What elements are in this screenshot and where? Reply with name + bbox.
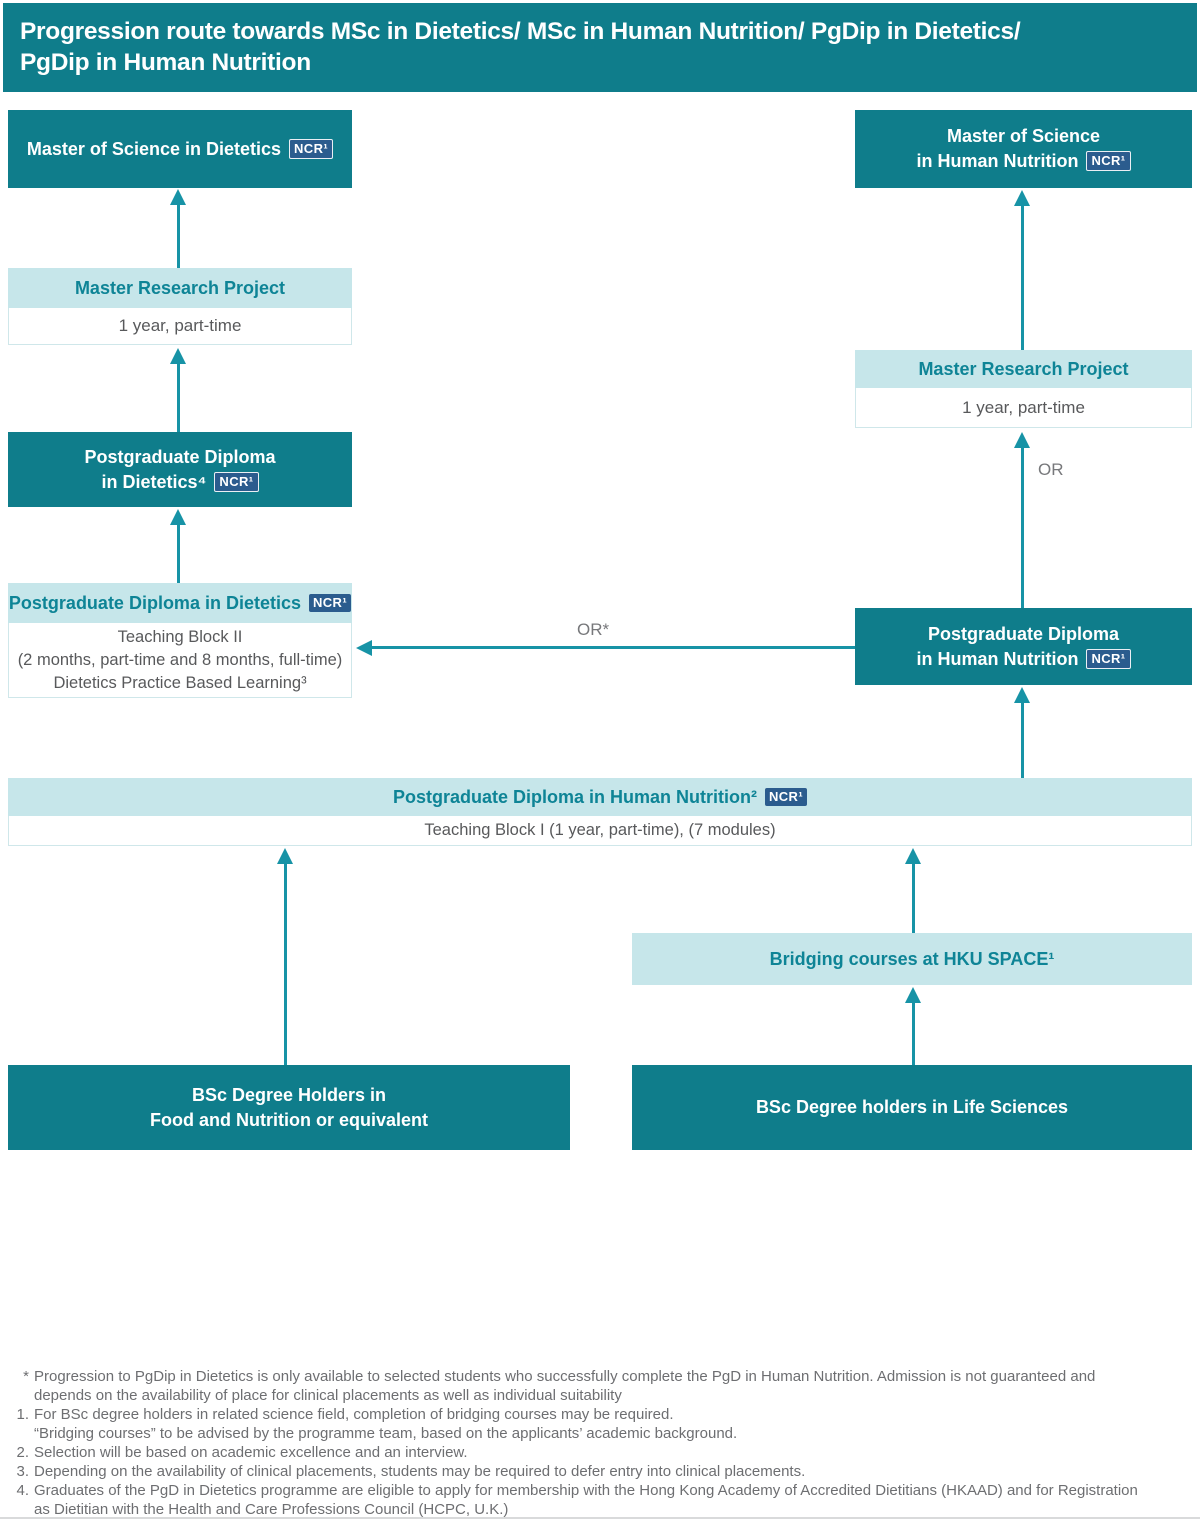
arrow-line	[912, 999, 915, 1065]
ncr-badge: NCR¹	[214, 471, 259, 492]
node-master-research-project-right: Master Research Project 1 year, part-tim…	[855, 350, 1192, 428]
pgdip-human-nutrition-label: in Human Nutrition	[916, 648, 1079, 669]
bsc-life-sciences-label: BSc Degree holders in Life Sciences	[755, 1097, 1069, 1117]
bridging-courses-label: Bridging courses at HKU SPACE¹	[769, 948, 1055, 969]
footnote-line: depends on the availability of place for…	[34, 1387, 622, 1404]
footnote-marker: 4.	[16, 1482, 29, 1499]
footnote-line: Selection will be based on academic exce…	[34, 1444, 468, 1461]
arrow-up-icon	[1014, 687, 1030, 703]
node-bsc-food-nutrition: BSc Degree Holders in Food and Nutrition…	[8, 1065, 570, 1150]
ncr-badge: NCR¹	[1086, 648, 1131, 669]
msc-dietetics-label: Master of Science in Dietetics	[26, 138, 281, 159]
ncr-badge: NCR¹	[764, 788, 808, 806]
or-label: OR	[1038, 460, 1064, 479]
bottom-divider	[0, 1517, 1200, 1519]
node-body: Teaching Block II (2 months, part-time a…	[8, 623, 352, 698]
footnote: 3. Depending on the availability of clin…	[10, 1462, 1192, 1481]
node-bridging-courses: Bridging courses at HKU SPACE¹	[632, 933, 1192, 985]
footnote-line: as Dietitian with the Health and Care Pr…	[34, 1501, 509, 1518]
ncr-badge: NCR¹	[289, 138, 334, 159]
arrow-line	[1021, 444, 1024, 608]
page-title-line2: PgDip in Human Nutrition	[20, 49, 311, 76]
node-title-line1: BSc Degree Holders in	[191, 1084, 387, 1105]
arrow-left-icon	[356, 640, 372, 656]
node-title: Postgraduate Diploma in Dietetics NCR¹	[8, 583, 352, 623]
footnote: 1. For BSc degree holders in related sci…	[10, 1405, 1192, 1443]
arrow-up-icon	[170, 509, 186, 525]
footnote: * Progression to PgDip in Dietetics is o…	[10, 1367, 1192, 1405]
footnote-text: Depending on the availability of clinica…	[34, 1462, 1192, 1481]
node-msc-dietetics: Master of Science in Dietetics NCR¹	[8, 110, 352, 188]
arrow-up-icon	[170, 348, 186, 364]
node-title: Master of Science in Dietetics NCR¹	[26, 137, 334, 162]
node-title-line1: Master of Science	[946, 126, 1101, 146]
ncr-badge: NCR¹	[1086, 151, 1131, 171]
node-master-research-project-left: Master Research Project 1 year, part-tim…	[8, 268, 352, 345]
arrow-up-icon	[1014, 190, 1030, 206]
pgdip-dietetics-label: in Dietetics⁴	[101, 471, 207, 492]
footnote-marker: 1.	[16, 1406, 29, 1423]
arrow-line	[912, 860, 915, 933]
footnote-line: “Bridging courses” to be advised by the …	[34, 1425, 738, 1442]
arrow-up-icon	[905, 848, 921, 864]
footnote-text: Graduates of the PgD in Dietetics progra…	[34, 1481, 1192, 1519]
footnote-line: For BSc degree holders in related scienc…	[34, 1406, 674, 1423]
node-body: Teaching Block I (1 year, part-time), (7…	[8, 816, 1192, 846]
or-star-label: OR*	[577, 620, 610, 639]
footnotes: * Progression to PgDip in Dietetics is o…	[10, 1367, 1192, 1519]
pgdip-hn-wide-title: Postgraduate Diploma in Human Nutrition²	[392, 786, 757, 807]
msc-human-nutrition-label: in Human Nutrition	[916, 151, 1079, 171]
arrow-up-icon	[277, 848, 293, 864]
footnote-marker: 3.	[16, 1463, 29, 1480]
arrow-line	[1021, 202, 1024, 350]
node-title-line1: Postgraduate Diploma	[84, 446, 276, 467]
ncr-badge: NCR¹	[308, 594, 352, 612]
footnote-line: Graduates of the PgD in Dietetics progra…	[34, 1482, 1138, 1499]
footnote-text: For BSc degree holders in related scienc…	[34, 1405, 1192, 1443]
body-line: (2 months, part-time and 8 months, full-…	[17, 650, 343, 669]
node-pgdip-human-nutrition: Postgraduate Diploma in Human Nutrition N…	[855, 608, 1192, 685]
arrow-line	[1021, 699, 1024, 778]
footnote-text: Selection will be based on academic exce…	[34, 1443, 1192, 1462]
node-title-line2: Food and Nutrition or equivalent	[150, 1109, 428, 1130]
title-banner: Progression route towards MSc in Dieteti…	[3, 3, 1197, 92]
node-msc-human-nutrition: Master of Science in Human Nutrition NCR¹	[855, 110, 1192, 188]
arrow-line	[177, 202, 180, 268]
node-title-line1: Postgraduate Diploma	[927, 623, 1120, 644]
footnote-line: Depending on the availability of clinica…	[34, 1463, 806, 1480]
node-title: Master Research Project	[855, 350, 1192, 388]
arrow-line	[370, 646, 855, 649]
footnote: 4. Graduates of the PgD in Dietetics pro…	[10, 1481, 1192, 1519]
arrow-line	[177, 521, 180, 583]
arrow-up-icon	[905, 987, 921, 1003]
node-pgdip-human-nutrition-wide: Postgraduate Diploma in Human Nutrition²…	[8, 778, 1192, 846]
footnote-text: Progression to PgDip in Dietetics is onl…	[34, 1367, 1192, 1405]
page-title-line1: Progression route towards MSc in Dieteti…	[20, 18, 1021, 45]
node-title-line2: in Dietetics⁴ NCR¹	[101, 470, 259, 495]
node-title: Postgraduate Diploma in Human Nutrition²…	[8, 778, 1192, 816]
arrow-up-icon	[170, 189, 186, 205]
node-pgdip-dietetics-advanced: Postgraduate Diploma in Dietetics⁴ NCR¹	[8, 432, 352, 507]
body-line: Dietetics Practice Based Learning³	[53, 673, 307, 692]
footnote-marker: 2.	[16, 1444, 29, 1461]
arrow-up-icon	[1014, 432, 1030, 448]
node-duration: 1 year, part-time	[8, 308, 352, 345]
node-title-line2: in Human Nutrition NCR¹	[916, 149, 1131, 174]
pgdip-dietetics-title: Postgraduate Diploma in Dietetics	[8, 592, 301, 613]
arrow-line	[177, 360, 180, 432]
arrow-line	[284, 860, 287, 1065]
node-bsc-life-sciences: BSc Degree holders in Life Sciences	[632, 1065, 1192, 1150]
node-pgdip-dietetics: Postgraduate Diploma in Dietetics NCR¹ Te…	[8, 583, 352, 698]
body-line: Teaching Block II	[117, 627, 243, 646]
node-title-line2: in Human Nutrition NCR¹	[916, 647, 1131, 672]
footnote: 2. Selection will be based on academic e…	[10, 1443, 1192, 1462]
node-duration: 1 year, part-time	[855, 388, 1192, 428]
footnote-line: Progression to PgDip in Dietetics is onl…	[34, 1368, 1096, 1385]
node-title: Master Research Project	[8, 268, 352, 308]
footnote-marker: *	[23, 1368, 29, 1385]
